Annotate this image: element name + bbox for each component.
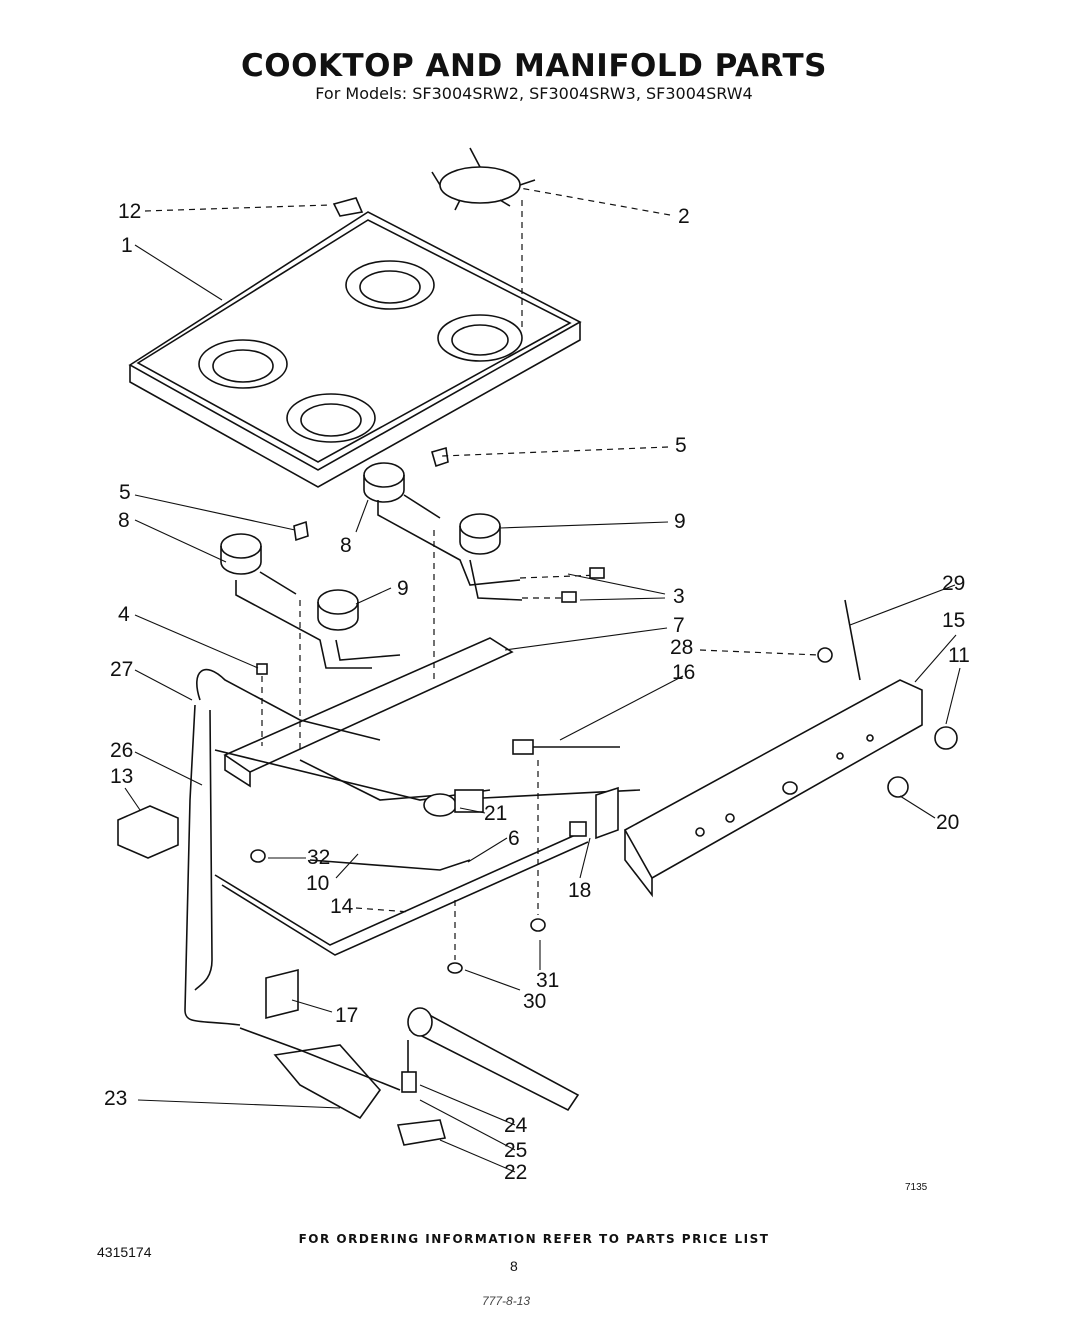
knob-20-drawing	[887, 776, 909, 798]
burner-grate-drawing	[431, 147, 536, 330]
callout-30: 30	[523, 990, 547, 1013]
callout-5-right: 5	[675, 434, 687, 457]
callout-11: 11	[948, 644, 970, 667]
manifold-pipe-drawing	[214, 821, 589, 956]
callout-29: 29	[942, 572, 966, 595]
manifold-bracket-drawing	[223, 530, 514, 788]
callout-31: 31	[536, 969, 560, 992]
page-number: 8	[510, 1258, 518, 1274]
callout-24: 24	[504, 1114, 528, 1137]
callout-21: 21	[484, 802, 508, 825]
callout-1: 1	[121, 234, 133, 257]
ordering-note: FOR ORDERING INFORMATION REFER TO PARTS …	[298, 1232, 770, 1246]
callout-10: 10	[306, 872, 330, 895]
callout-18: 18	[568, 879, 592, 902]
figure-code: 7135	[905, 1182, 928, 1193]
callout-leader-lines	[124, 187, 961, 1173]
callout-27: 27	[110, 658, 134, 681]
oven-burner-assembly	[239, 1007, 580, 1146]
callout-7: 7	[673, 614, 685, 637]
callout-26: 26	[110, 739, 134, 762]
callout-17: 17	[335, 1004, 359, 1027]
page-title: COOKTOP AND MANIFOLD PARTS	[241, 48, 827, 84]
callout-8-left: 8	[118, 509, 130, 532]
control-panel-drawing	[623, 679, 923, 898]
document-number: 4315174	[97, 1244, 152, 1260]
right-burner-assembly	[363, 446, 605, 603]
callout-16: 16	[672, 661, 696, 684]
callout-9-left: 9	[397, 577, 409, 600]
switch-16-drawing	[512, 739, 534, 755]
callout-5-left: 5	[119, 481, 131, 504]
callout-8-right: 8	[340, 534, 352, 557]
screws-drawing	[250, 663, 546, 974]
callout-25: 25	[504, 1139, 528, 1162]
gas-tubing-drawing	[184, 668, 491, 1026]
callout-32: 32	[307, 846, 331, 869]
bracket-12-drawing	[332, 197, 364, 217]
callout-9-right: 9	[674, 510, 686, 533]
handwritten-note: 777-8-13	[482, 1294, 531, 1308]
regulator-drawing	[117, 805, 179, 859]
callout-20: 20	[936, 811, 960, 834]
bracket-17-drawing	[265, 968, 299, 1020]
left-burner-assembly	[220, 520, 401, 669]
callout-4: 4	[118, 603, 130, 626]
fitting-28-drawing	[817, 647, 833, 663]
bracket-18-drawing	[595, 786, 619, 840]
callout-12: 12	[118, 200, 142, 223]
models-subtitle: For Models: SF3004SRW2, SF3004SRW3, SF30…	[315, 84, 753, 103]
callout-6: 6	[508, 827, 520, 850]
callout-28: 28	[670, 636, 694, 659]
callout-13: 13	[110, 765, 134, 788]
callout-15: 15	[942, 609, 966, 632]
knob-11-drawing	[934, 726, 958, 750]
valve-assembly-drawing	[423, 789, 641, 817]
callout-23: 23	[104, 1087, 128, 1110]
callout-22: 22	[504, 1161, 528, 1184]
cooktop-drawing	[128, 211, 582, 488]
callout-3: 3	[673, 585, 685, 608]
callout-14: 14	[330, 895, 354, 918]
callout-2: 2	[678, 205, 690, 228]
